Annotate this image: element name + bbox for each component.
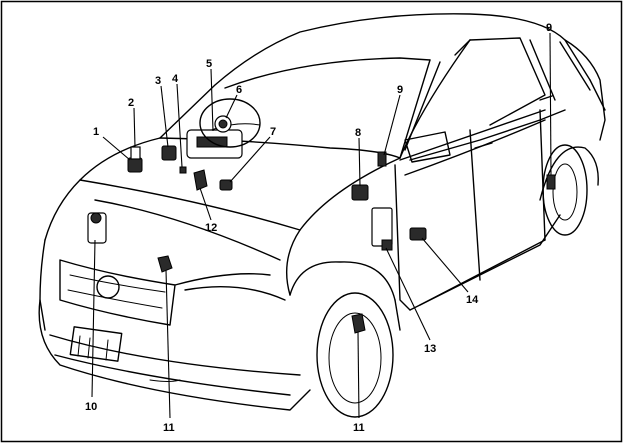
car-body [38,13,606,418]
part-11a-sensor [157,255,173,273]
part-11b-wheel-sensor [351,313,366,334]
leader-2 [133,107,136,148]
callout-11b: 11 [353,422,365,434]
part-8-connector [351,184,369,201]
part-6-hub-center [218,119,228,129]
leader-13 [385,247,431,341]
callout-14: 14 [466,294,479,306]
leader-4 [176,83,183,168]
callout-7: 7 [270,126,276,138]
part-9a-sensor [377,151,387,167]
leader-10 [91,239,96,398]
leader-9a [383,94,401,156]
leader-11b [357,331,360,419]
callout-labels: 1 2 3 4 5 6 7 8 9 9 10 11 11 12 13 14 [85,22,552,434]
callout-12: 12 [205,222,217,234]
leader-6 [225,94,238,119]
part-3-module [161,145,177,161]
callout-1: 1 [93,126,99,138]
part-2-relay [130,146,141,160]
leader-3 [160,85,169,148]
callout-4: 4 [172,73,179,85]
part-4-switch [179,166,187,174]
callout-8: 8 [355,127,361,139]
part-10-cap [90,212,102,224]
part-9b-sensor [546,174,556,190]
leader-11a [165,269,171,419]
callout-11a: 11 [163,422,175,434]
component-parts [87,98,556,334]
part-12-actuator [193,169,208,191]
leader-9b [549,32,552,176]
leader-14 [421,237,469,293]
leader-5 [210,68,214,132]
callout-9a: 9 [397,84,403,96]
callout-5: 5 [206,58,212,70]
part-14-module [409,227,427,241]
leader-7 [229,136,271,183]
callout-13: 13 [424,343,436,355]
part-1-sensor [127,157,143,173]
leader-8 [358,137,361,187]
callout-9b: 9 [546,22,552,34]
steering-wheel [199,98,261,148]
callout-2: 2 [128,97,134,109]
part-13-connector [381,239,393,251]
callout-10: 10 [85,401,97,413]
leader-lines [91,32,552,419]
callout-6: 6 [236,84,242,96]
leader-1 [102,136,131,161]
leader-12 [199,187,212,221]
callout-3: 3 [155,75,161,87]
part-7-unit [219,179,233,191]
